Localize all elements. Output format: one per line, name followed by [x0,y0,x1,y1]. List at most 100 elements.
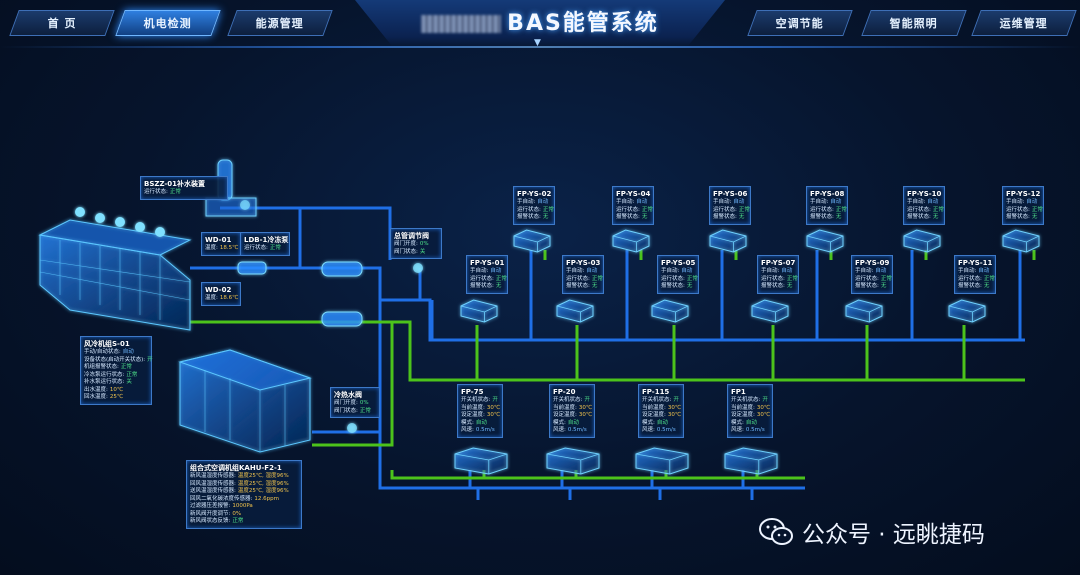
fan-coil-unit [635,447,689,475]
card-title: FP-YS-04 [616,190,651,198]
card-row: 模式:自动 [642,419,668,426]
card-row: 手自动:自动 [713,199,745,205]
card-row: 运行状态:正常 [761,275,798,282]
fan-coil-unit [460,299,498,323]
fan-coil-unit [1002,229,1040,253]
card-row: 过滤器压差报警:1000Pa [190,503,253,509]
card-title: LDB-1冷冻泵 [244,236,289,244]
card-title: FP-YS-11 [958,259,993,267]
card-row: 运行状态:正常 [855,275,892,282]
card-title: FP-YS-02 [517,190,552,198]
card-title: 组合式空调机组KAHU-F2-1 [190,464,282,472]
fan-coil-unit [651,299,689,323]
fan-coil-unit [612,229,650,253]
card-title: FP-YS-03 [566,259,601,267]
fan-coil-unit [724,447,778,475]
card-row: 手自动:自动 [616,199,648,205]
card-row: 报警状态:无 [616,214,648,220]
card-row: 运行状态:正常 [517,206,554,213]
card-row: 开关机状态:开 [642,397,679,403]
fan-coil-unit [903,229,941,253]
card-row: 当前温度:30℃ [461,404,501,411]
card-row: 运行状态:正常 [907,206,944,213]
card-row: 运行状态:正常 [1006,206,1043,213]
card-row: 手自动:自动 [907,199,939,205]
card-row: 机组报警状态:正常 [84,364,132,370]
fan-coil-unit [556,299,594,323]
card-row: 报警状态:无 [517,214,549,220]
card-row: 运行状态:正常 [566,275,603,282]
card-title: FP-YS-09 [855,259,890,267]
card-row: 阀门状态:关 [394,248,426,255]
air-handling-unit-graphic [178,349,312,453]
chiller-card-s01[interactable]: 风冷机组S-01 手动/自动状态:自动 设备状态(启动开关状态):开 机组报警状… [80,336,153,405]
fan-coil-unit [845,299,883,323]
card-row: 开关机状态:开 [461,397,498,403]
card-title: BSZZ-01补水装置 [144,180,206,188]
fan-coil-unit [751,299,789,323]
pump-card-ldb[interactable]: LDB-1冷冻泵 运行状态:正常 [240,232,290,256]
fan-coil-unit-graphics [454,229,1040,475]
card-row: 温度:18.5℃ [205,245,239,251]
card-row: 报警状态:无 [907,214,939,220]
card-row: 手自动:自动 [1006,199,1038,205]
card-title: FP-YS-07 [761,259,796,267]
card-title: 冷热水阀 [334,391,362,399]
valve-card-hot-cold[interactable]: 冷热水阀 阀门开度:0% 阀门状态:正常 [330,387,380,418]
card-row: 模式:自动 [731,419,757,426]
fan-coil-unit [546,447,600,475]
blurred-logo [421,15,502,33]
card-row: 手动/自动状态:自动 [84,349,134,355]
card-row: 模式:自动 [553,419,579,426]
header-bar: 首 页 机电检测 能源管理 BAS能管系统 ▼ 空调节能 智能照明 运维管理 [0,0,1080,60]
card-row: 手自动:自动 [855,268,887,274]
card-row: 手自动:自动 [661,268,693,274]
card-title: FP-YS-12 [1006,190,1041,198]
valve-card-main[interactable]: 总管调节阀 阀门开度:0% 阀门状态:关 [390,228,442,259]
card-title: FP-YS-01 [470,259,505,267]
card-row: 手自动:自动 [470,268,502,274]
card-row: 运行状态:正常 [144,189,181,195]
header-divider [0,46,1080,48]
sensor-card-wd01[interactable]: WD-01 温度:18.5℃ [201,232,241,256]
fan-coil-unit [709,229,747,253]
card-row: 当前温度:30℃ [731,404,771,411]
card-title: WD-02 [205,286,232,294]
card-row: 设定温度:30℃ [731,412,771,418]
card-row: 手自动:自动 [566,268,598,274]
fan-coil-unit [948,299,986,323]
card-row: 运行状态:正常 [244,245,281,251]
card-row: 阀门开度:0% [334,400,369,406]
fan-coil-unit [454,447,508,475]
card-row: 设定温度:30℃ [642,412,682,418]
ahu-card-kahu[interactable]: 组合式空调机组KAHU-F2-1 新风温湿度传感器:温度25℃, 湿度96% 回… [186,460,302,529]
sensor-card-wd02[interactable]: WD-02 温度:18.6℃ [201,282,241,306]
card-row: 回风二氧化碳浓度传感器:12.6ppm [190,495,279,502]
chevron-down-icon[interactable]: ▼ [534,38,541,48]
card-row: 当前温度:30℃ [642,404,682,411]
card-row: 冷冻泵运行状态:正常 [84,371,138,378]
card-row: 报警状态:无 [1006,214,1038,220]
card-row: 运行状态:正常 [958,275,995,282]
card-row: 送风温湿度传感器:温度25℃, 湿度96% [190,488,289,494]
page-title: BAS能管系统 [355,5,725,37]
makeup-water-device-card[interactable]: BSZZ-01补水装置 运行状态:正常 [140,176,228,200]
